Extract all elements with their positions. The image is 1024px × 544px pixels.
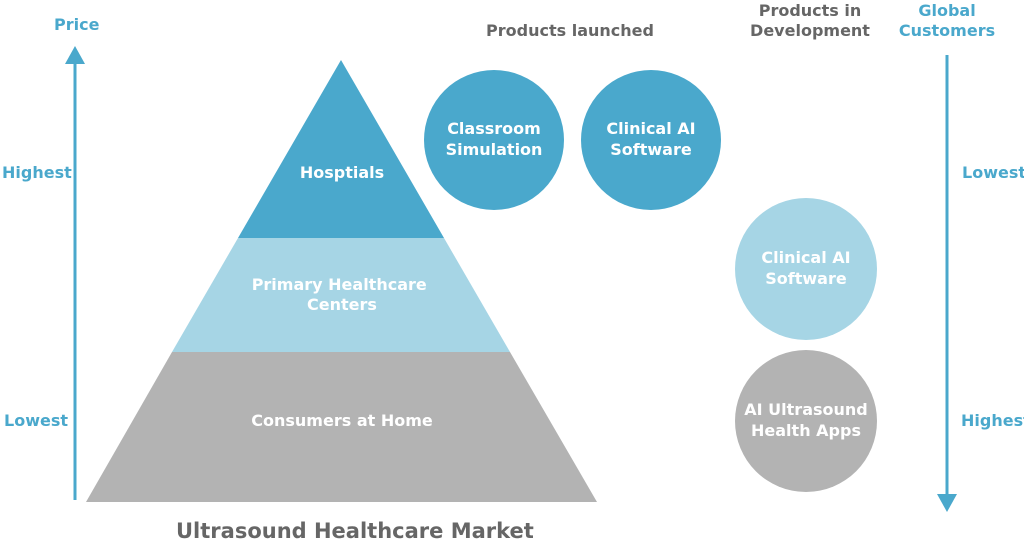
pyramid-tier-consumers xyxy=(86,352,597,502)
products-development-header: Products in Development xyxy=(750,1,870,40)
product-circle-ai-ultrasound-apps: AI Ultrasound Health Apps xyxy=(735,350,877,492)
product-label: Clinical AI Software xyxy=(761,248,851,288)
tier-label-hospitals: Hosptials xyxy=(300,163,384,182)
customers-highest-label: Highest xyxy=(961,411,1024,430)
price-highest-label: Highest xyxy=(2,163,72,182)
price-arrow-head-icon xyxy=(65,46,85,64)
market-title: Ultrasound Healthcare Market xyxy=(176,519,534,543)
product-circle-clinical-ai-development: Clinical AI Software xyxy=(735,198,877,340)
product-label: AI Ultrasound Health Apps xyxy=(744,400,868,440)
tier-label-primary-line2: Centers xyxy=(307,295,377,314)
price-lowest-label: Lowest xyxy=(4,411,68,430)
price-axis-title: Price xyxy=(54,15,100,34)
tier-label-primary-line1: Primary Healthcare xyxy=(252,275,427,294)
product-circle-clinical-ai-launched: Clinical AI Software xyxy=(581,70,721,210)
product-label: Clinical AI Software xyxy=(606,119,696,159)
customers-axis-title: Global Customers xyxy=(898,1,996,40)
products-launched-header: Products launched xyxy=(486,21,654,40)
product-label: Classroom Simulation xyxy=(445,119,543,159)
tier-label-primary: Primary Healthcare Centers xyxy=(252,275,433,314)
customers-lowest-label: Lowest xyxy=(962,163,1024,182)
pyramid-tier-hospitals xyxy=(238,60,444,238)
product-circle-classroom-simulation: Classroom Simulation xyxy=(424,70,564,210)
tier-label-consumers: Consumers at Home xyxy=(251,411,433,430)
pyramid-tier-primary xyxy=(172,238,510,352)
customers-arrow-head-icon xyxy=(937,494,957,512)
